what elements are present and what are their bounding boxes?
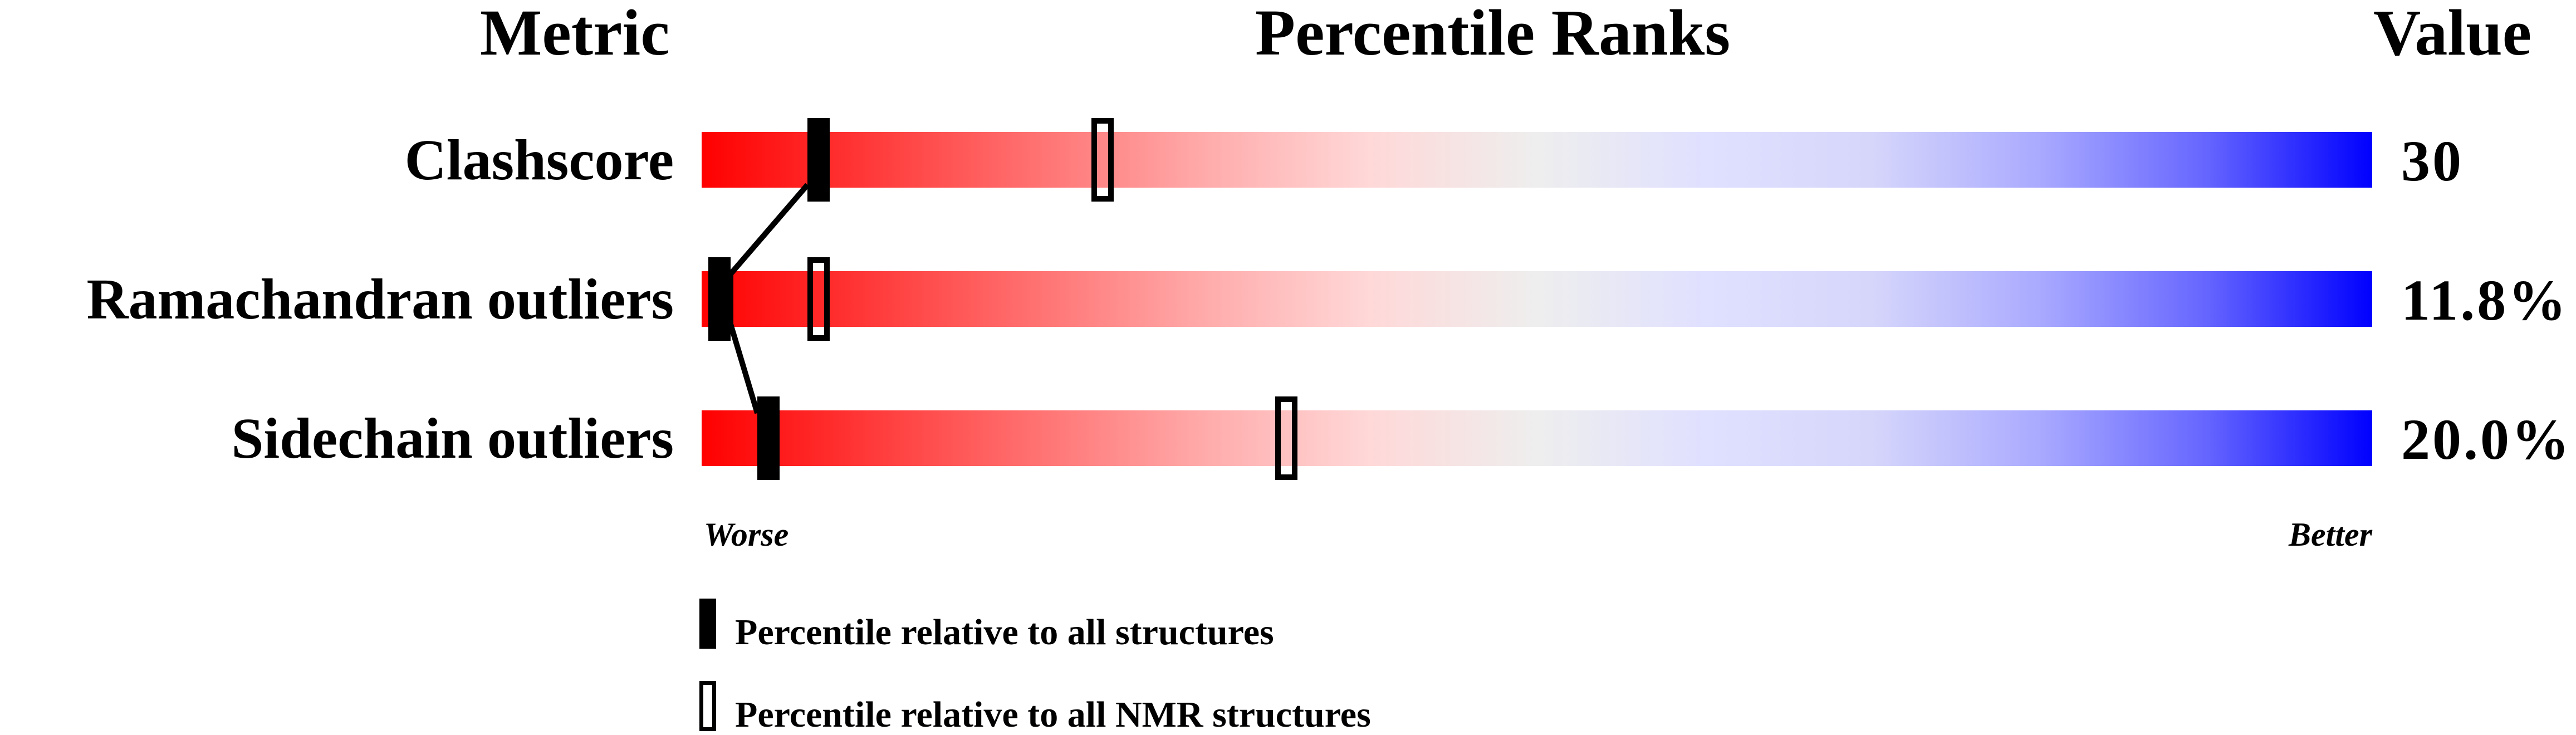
percentile-bar-ramachandran <box>702 271 2372 327</box>
row-label-ramachandran: Ramachandran outliers <box>86 267 674 331</box>
legend-label-nmr-structures: Percentile relative to all NMR structure… <box>735 694 1371 735</box>
hollow-percentile-marker-ramachandran <box>807 257 830 341</box>
percentile-ranks-column-header: Percentile Ranks <box>1255 0 1731 69</box>
percentile-bar-clashscore <box>702 132 2372 188</box>
metric-column-header: Metric <box>480 0 670 69</box>
value-sidechain: 20.0% <box>2401 408 2572 472</box>
legend-label-all-structures: Percentile relative to all structures <box>735 612 1274 653</box>
row-label-sidechain: Sidechain outliers <box>231 406 674 471</box>
hollow-percentile-marker-clashscore <box>1091 118 1114 202</box>
solid-percentile-marker-clashscore <box>807 118 830 202</box>
solid-bar-marker-icon <box>699 599 716 649</box>
value-column-header: Value <box>2373 0 2532 69</box>
row-label-clashscore: Clashscore <box>404 128 674 192</box>
value-ramachandran: 11.8% <box>2401 268 2569 332</box>
value-clashscore: 30 <box>2401 129 2464 193</box>
solid-percentile-marker-sidechain <box>757 396 780 480</box>
percentile-bar-sidechain <box>702 410 2372 466</box>
better-axis-label: Better <box>2289 516 2372 553</box>
hollow-percentile-marker-sidechain <box>1275 396 1297 480</box>
solid-percentile-marker-ramachandran <box>708 257 731 341</box>
worse-axis-label: Worse <box>704 516 789 553</box>
hollow-bar-marker-icon <box>699 681 716 731</box>
